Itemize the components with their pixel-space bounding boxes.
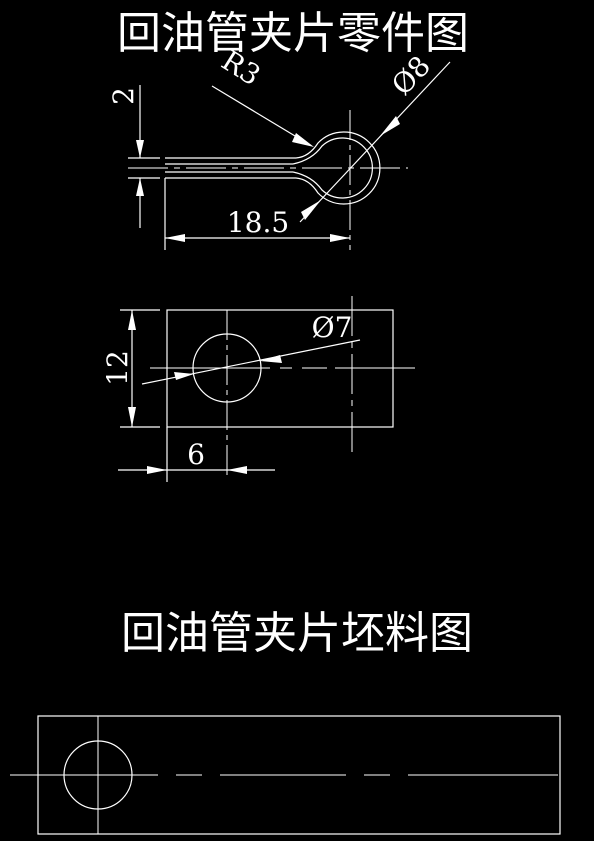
hole-diameter-dimension: Ø7 — [312, 311, 353, 344]
length-dimension: 18.5 — [227, 206, 289, 239]
width-dimension: 12 — [101, 350, 134, 386]
hole-offset-dimension: 6 — [187, 438, 205, 471]
clip-side-view: 2 R3 Ø8 18.5 — [107, 44, 451, 250]
part-drawing-title: 回油管夹片零件图 — [117, 8, 469, 59]
blank-drawing-title: 回油管夹片坯料图 — [121, 608, 473, 659]
thickness-dimension: 2 — [107, 87, 140, 105]
clip-top-view: Ø7 12 6 — [101, 296, 415, 482]
blank-view — [10, 715, 584, 835]
